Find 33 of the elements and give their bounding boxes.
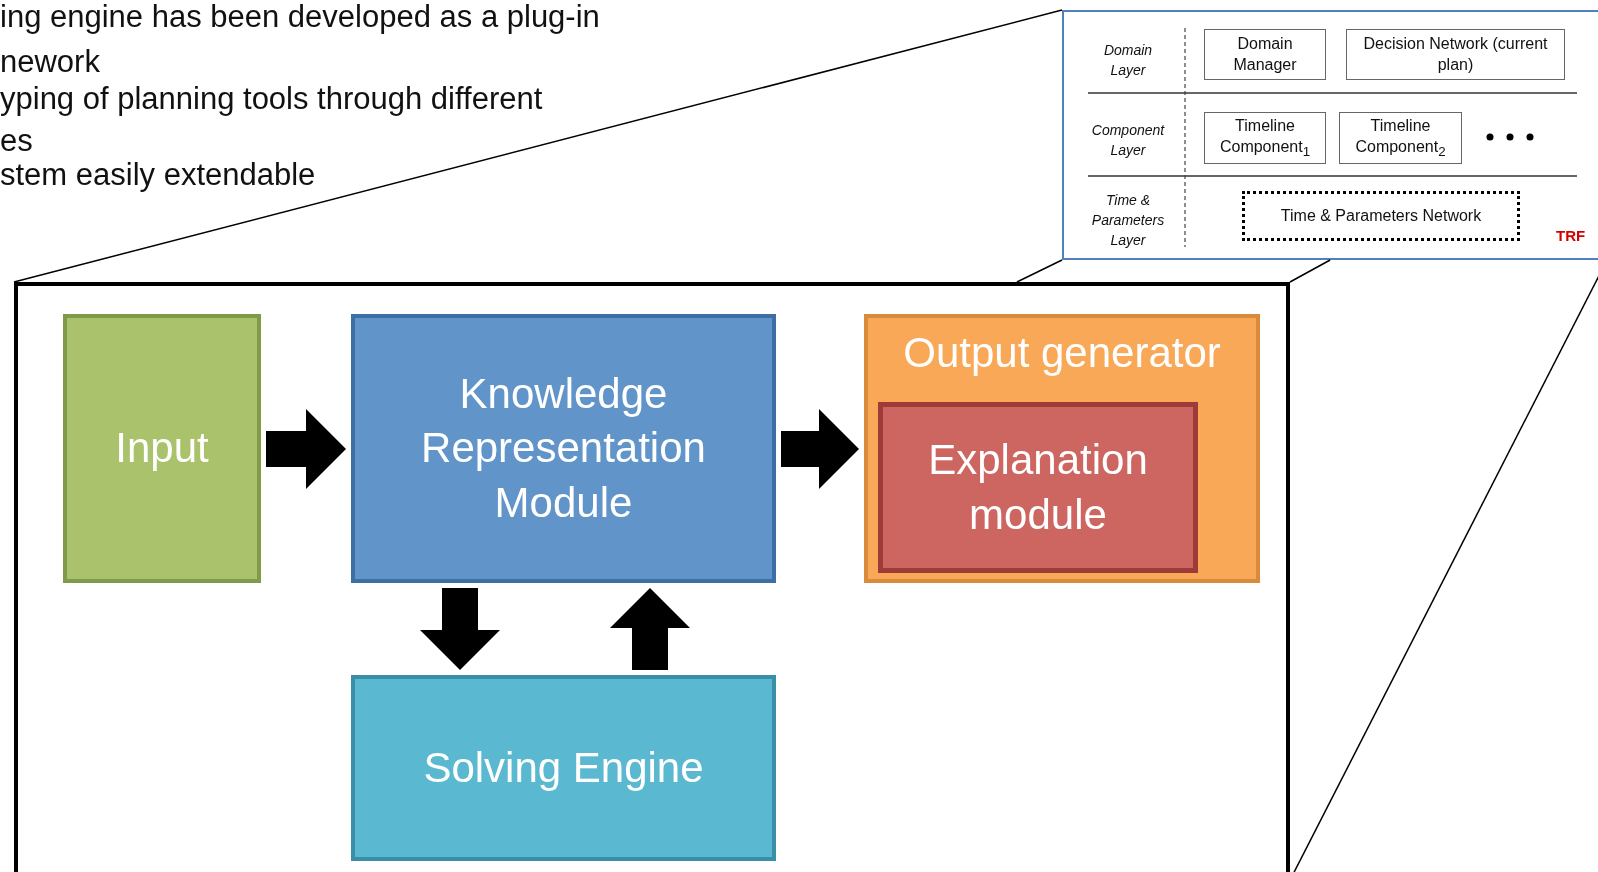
block-arrow xyxy=(420,588,500,670)
block-arrow xyxy=(610,588,690,670)
zoom-line xyxy=(1016,259,1063,283)
group-title: Output generator xyxy=(902,328,1222,378)
component-box xyxy=(1339,112,1462,164)
node-label: Timeline Component$_{1}$ xyxy=(1218,115,1312,161)
zoom-line xyxy=(1289,259,1331,283)
process-box xyxy=(63,314,261,583)
layer-label: Component Layer xyxy=(1090,121,1166,160)
component-box xyxy=(1204,29,1326,80)
node-label: Time & Parameters Network xyxy=(1279,205,1483,226)
network-box xyxy=(1242,191,1520,241)
process-box xyxy=(878,402,1198,573)
frame-box xyxy=(14,282,1290,872)
component-box xyxy=(1346,29,1565,80)
node-label: Knowledge Representation Module xyxy=(420,368,707,528)
zoom-line xyxy=(13,9,1063,283)
node-label: Domain Manager xyxy=(1232,33,1298,75)
group-box xyxy=(864,314,1260,583)
block-arrow xyxy=(781,409,859,489)
node-label: Timeline Component$_{2}$ xyxy=(1354,115,1447,161)
process-box xyxy=(351,675,776,861)
node-label: Explanation module xyxy=(927,434,1149,540)
node-label: Input xyxy=(114,423,210,474)
process-box xyxy=(351,314,776,583)
framework-tag: TRF xyxy=(1556,226,1590,246)
node-label: Decision Network (current plan) xyxy=(1362,33,1549,75)
block-arrow xyxy=(266,409,346,489)
node-label: Solving Engine xyxy=(422,742,705,793)
component-box xyxy=(1204,112,1326,164)
layer-label: Domain Layer xyxy=(1102,41,1154,80)
inset-panel xyxy=(1062,10,1598,260)
layer-label: Time & Parameters Layer xyxy=(1090,191,1166,250)
